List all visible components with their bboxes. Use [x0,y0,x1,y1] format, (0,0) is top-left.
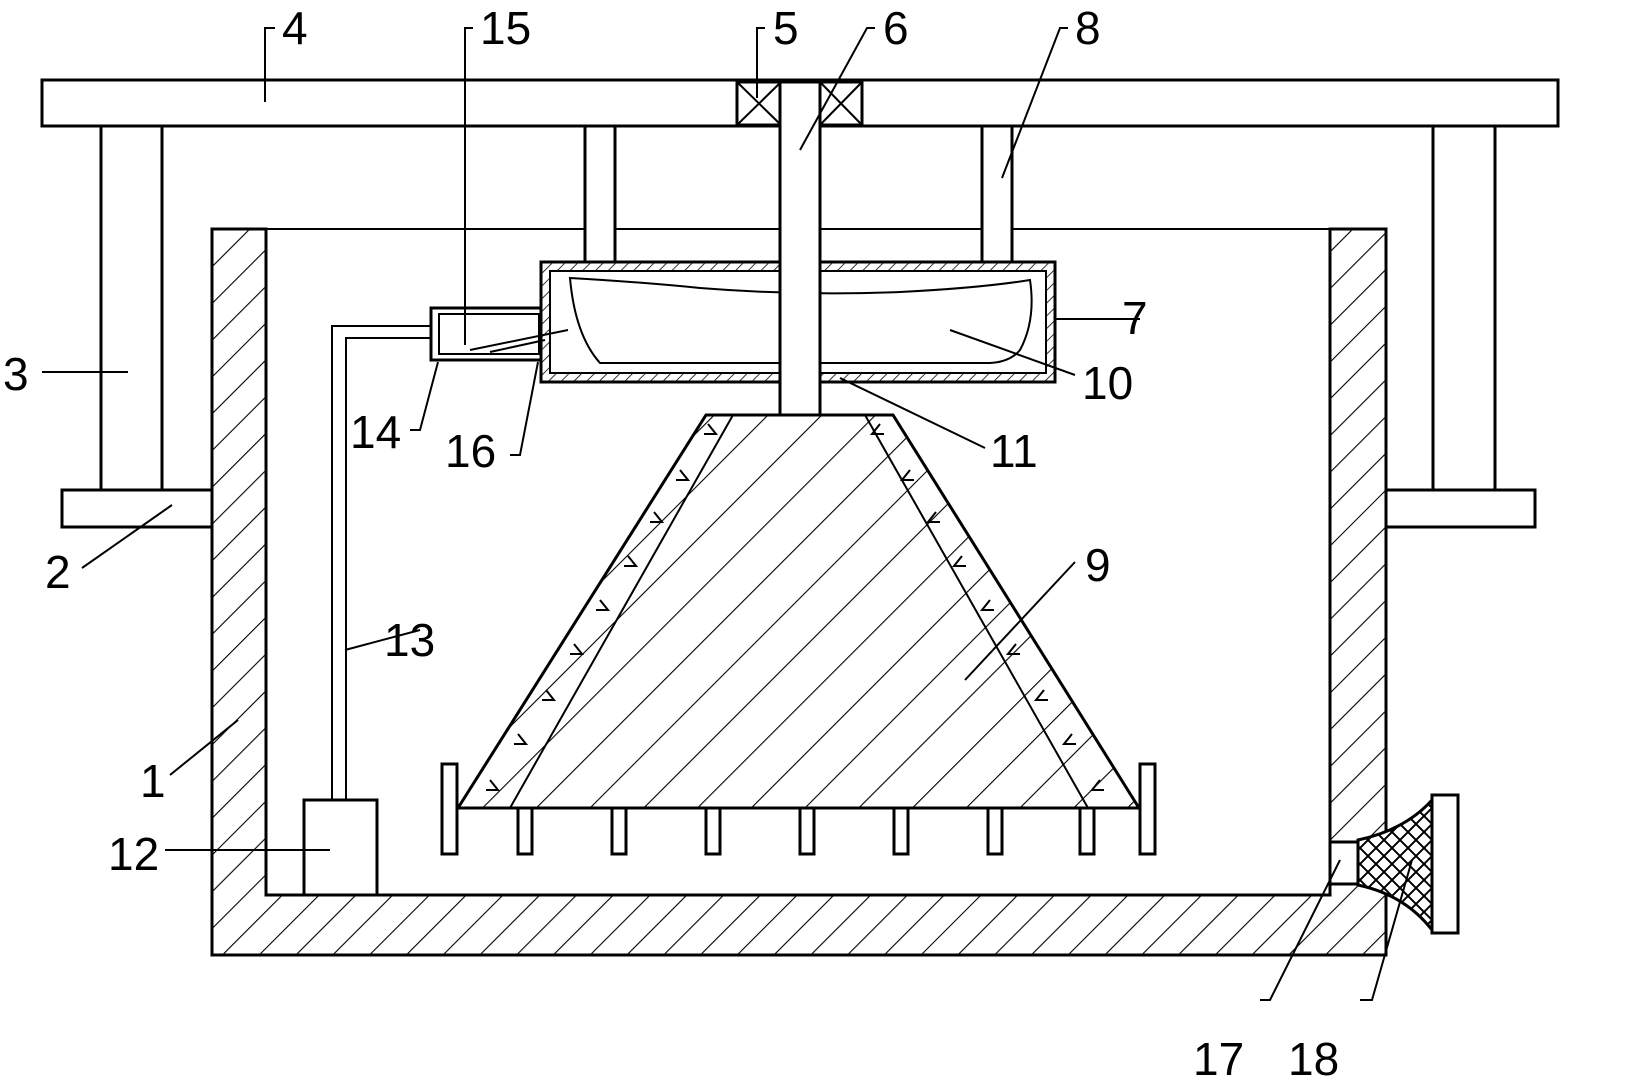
pipe [331,325,431,800]
right-bracket [1384,488,1537,529]
hanger-left [583,124,617,264]
label-8: 8 [1075,2,1101,54]
scraper-pins [516,806,1096,856]
spout [469,329,569,353]
label-2: 2 [45,546,71,598]
base-end-right [1138,762,1157,856]
nozzle-inner [438,313,540,355]
base-end-left [440,762,459,856]
right-column [1431,124,1497,492]
label-4: 4 [282,2,308,54]
liquid [568,276,1033,364]
label-15: 15 [480,2,531,54]
label-6: 6 [883,2,909,54]
label-18: 18 [1288,1033,1339,1082]
shaft [778,80,822,417]
label-14: 14 [350,406,401,458]
label-11: 11 [990,425,1038,477]
label-5: 5 [773,2,799,54]
label-1: 1 [140,755,166,807]
cone-teeth [486,423,1104,791]
hanger-right [980,124,1014,264]
label-9: 9 [1085,539,1111,591]
left-bracket [60,488,214,529]
label-16: 16 [445,425,496,477]
outlet [1328,840,1360,886]
pump [302,798,379,897]
filter-cap [1430,793,1460,935]
nozzle-head [429,306,543,362]
part-numbers: 4 15 5 6 8 3 2 7 10 11 9 13 1 12 14 16 1… [3,2,1339,1082]
label-17: 17 [1193,1033,1244,1082]
leader-lines [42,27,1413,1001]
label-3: 3 [3,348,29,400]
label-7: 7 [1122,292,1148,344]
label-12: 12 [108,828,159,880]
label-10: 10 [1082,357,1133,409]
label-13: 13 [384,614,435,666]
left-column [99,124,164,492]
